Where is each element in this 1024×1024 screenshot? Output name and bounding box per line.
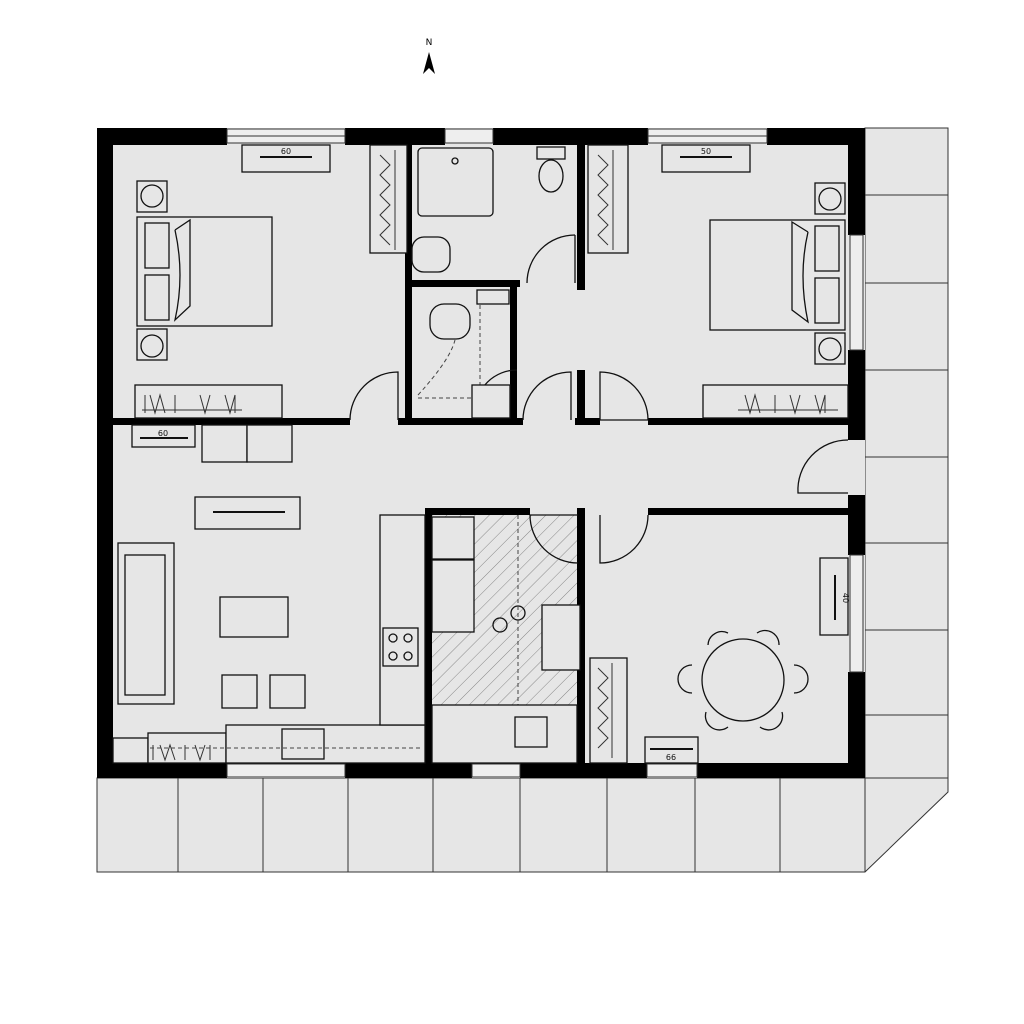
pouf (221, 674, 258, 709)
cabinet (246, 424, 293, 463)
svg-text:N: N (426, 38, 433, 48)
sink (514, 716, 548, 748)
north-arrow-icon: N (423, 38, 435, 74)
nightstand (136, 328, 168, 361)
kitchen (431, 515, 581, 764)
wc (417, 289, 511, 419)
dining-table (701, 638, 785, 722)
dresser (661, 144, 751, 173)
pouf (269, 674, 306, 709)
bedroom-left: 60 (134, 144, 408, 419)
coffee-table (219, 596, 289, 638)
cabinet (431, 516, 475, 560)
dimension-label: 66 (666, 753, 676, 762)
kitchen-counter (225, 724, 426, 764)
fridge (431, 559, 475, 633)
toilet (538, 159, 564, 193)
nightstand (814, 182, 846, 215)
washer (541, 604, 581, 671)
dimension-label: 60 (281, 147, 291, 156)
bedroom-right: 50 (587, 144, 849, 419)
walls (97, 128, 865, 778)
cabinet (201, 424, 248, 463)
wardrobe (369, 144, 408, 254)
toilet (429, 303, 471, 340)
toilet-tank (536, 146, 566, 160)
dresser (241, 144, 331, 173)
kitchen-sink (281, 728, 325, 760)
windows (226, 128, 864, 778)
wardrobe (589, 657, 628, 764)
shower-tray (417, 147, 494, 217)
dimension-label: 50 (701, 147, 711, 156)
dimension-label: 60 (158, 429, 168, 438)
bottom-deck (96, 777, 949, 873)
chairs (677, 629, 809, 731)
stove (382, 627, 419, 667)
wardrobe (587, 144, 629, 254)
kitchen-cabinets (379, 514, 426, 726)
right-deck (864, 127, 949, 779)
living-room: 60 (112, 424, 426, 764)
nightstand (814, 332, 846, 365)
dining-room: 40 66 (589, 557, 850, 764)
sink (476, 289, 510, 305)
bathroom (411, 146, 566, 273)
dimension-label: 40 (841, 593, 850, 603)
shelf (131, 424, 196, 448)
sink (411, 236, 451, 273)
